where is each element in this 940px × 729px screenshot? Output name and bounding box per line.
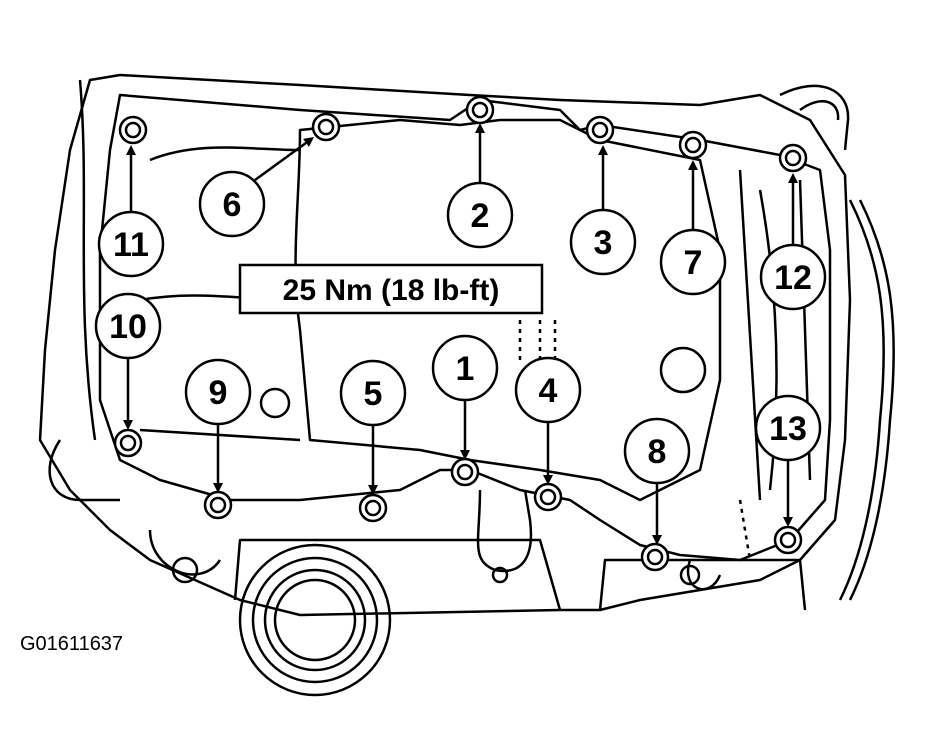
callout-12-label: 12 <box>774 259 812 297</box>
engine-block-outline <box>38 73 852 617</box>
callout-10-label: 10 <box>109 308 147 346</box>
callout-7-label: 7 <box>684 244 703 282</box>
callout-6: 6 <box>198 137 315 238</box>
bolt-7-head <box>678 130 708 160</box>
right-hose <box>838 199 885 601</box>
sump-body <box>294 118 722 502</box>
callout-4: 4 <box>514 356 582 485</box>
torque-spec-box: 25 Nm (18 lb-ft) <box>238 263 544 315</box>
callout-3: 3 <box>569 145 637 276</box>
callout-4-label: 4 <box>539 372 558 410</box>
bolt-8-head <box>640 542 670 572</box>
callout-12: 12 <box>759 173 827 311</box>
callout-11: 11 <box>97 145 165 278</box>
callout-7: 7 <box>659 160 727 296</box>
bolt-6-head <box>311 112 341 142</box>
callout-10: 10 <box>94 292 162 430</box>
bolt-heads <box>113 95 808 572</box>
bolt-1-head <box>450 457 480 487</box>
bolt-4-head <box>533 482 563 512</box>
callout-13-label: 13 <box>769 410 807 448</box>
callout-13: 13 <box>754 394 822 527</box>
callout-8: 8 <box>623 417 691 545</box>
callout-11-label: 11 <box>113 226 149 264</box>
callout-5: 5 <box>339 359 407 495</box>
bolt-11-head <box>118 115 148 145</box>
bolt-13-head <box>773 525 803 555</box>
bolt-10-head <box>113 428 143 458</box>
callout-9-label: 9 <box>209 374 228 412</box>
upper-right-housing <box>779 84 850 151</box>
drain-port <box>659 346 707 394</box>
crank-pulley <box>238 543 392 697</box>
bolt-12-head <box>778 143 808 173</box>
callout-9: 9 <box>184 358 252 493</box>
callout-6-label: 6 <box>223 186 242 224</box>
callout-1: 1 <box>431 334 499 460</box>
callout-1-label: 1 <box>456 350 475 388</box>
drain-boss <box>476 489 533 573</box>
callout-5-label: 5 <box>364 375 383 413</box>
bolt-9-head <box>203 490 233 520</box>
callout-2: 2 <box>446 123 514 249</box>
engine-drawing <box>38 73 895 697</box>
bolt-2-head <box>465 95 495 125</box>
torque-spec-text: 25 Nm (18 lb-ft) <box>283 274 500 307</box>
bolt-3-head <box>585 115 615 145</box>
figure-id: G01611637 <box>20 633 124 655</box>
callout-2-label: 2 <box>471 197 490 235</box>
callout-8-label: 8 <box>648 433 667 471</box>
callouts: 1 2 3 4 5 6 7 <box>94 123 827 545</box>
callout-3-label: 3 <box>594 224 613 262</box>
bolt-5-head <box>358 493 388 523</box>
